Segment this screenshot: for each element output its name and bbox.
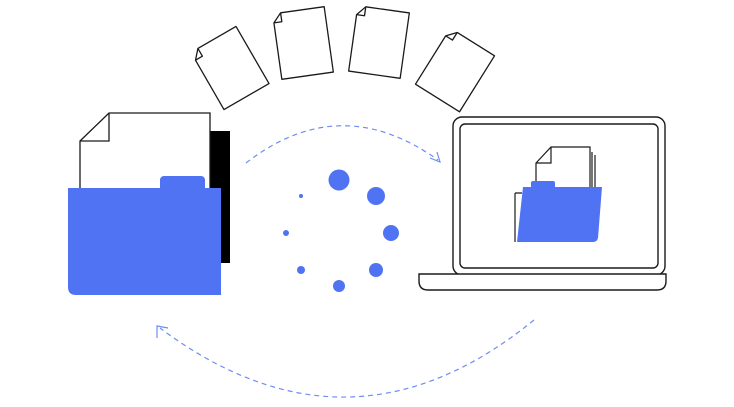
document-icon (414, 31, 496, 113)
transfer-arrow-bottom (156, 319, 535, 398)
document-icon (273, 6, 334, 80)
target-folder-icon (514, 146, 602, 242)
document-icon (348, 6, 410, 79)
transfer-arrow-top (245, 125, 441, 164)
source-folder-icon (68, 112, 230, 295)
document-icon (194, 25, 270, 111)
loading-spinner-icon (283, 169, 399, 292)
